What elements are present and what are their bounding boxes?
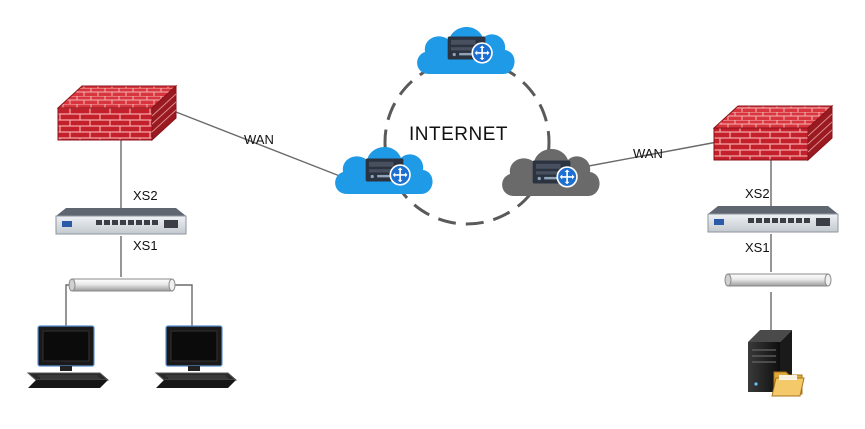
xs1-label-left: XS1 (133, 238, 158, 253)
xs1-label-right: XS1 (745, 240, 770, 255)
file-server (748, 330, 805, 397)
internet-router-top (417, 26, 515, 74)
internet-router-right (502, 148, 600, 196)
lan-bus-left (68, 278, 176, 292)
workstation-2 (155, 325, 237, 389)
switch-left (55, 207, 187, 235)
wan-label-right: WAN (633, 146, 663, 161)
firewall-left (56, 84, 178, 142)
link-bus-pc2 (170, 284, 193, 330)
lan-bus-right (724, 273, 832, 287)
internet-ring (383, 58, 551, 226)
workstation-1 (27, 325, 109, 389)
switch-right (707, 205, 839, 233)
firewall-right (712, 104, 834, 162)
internet-router-left (335, 146, 433, 194)
xs2-label-right: XS2 (745, 186, 770, 201)
wan-link-left (175, 111, 351, 181)
wan-link-right (577, 139, 729, 169)
xs2-label-left: XS2 (133, 188, 158, 203)
wan-label-left: WAN (244, 132, 274, 147)
internet-label: INTERNET (409, 124, 508, 145)
